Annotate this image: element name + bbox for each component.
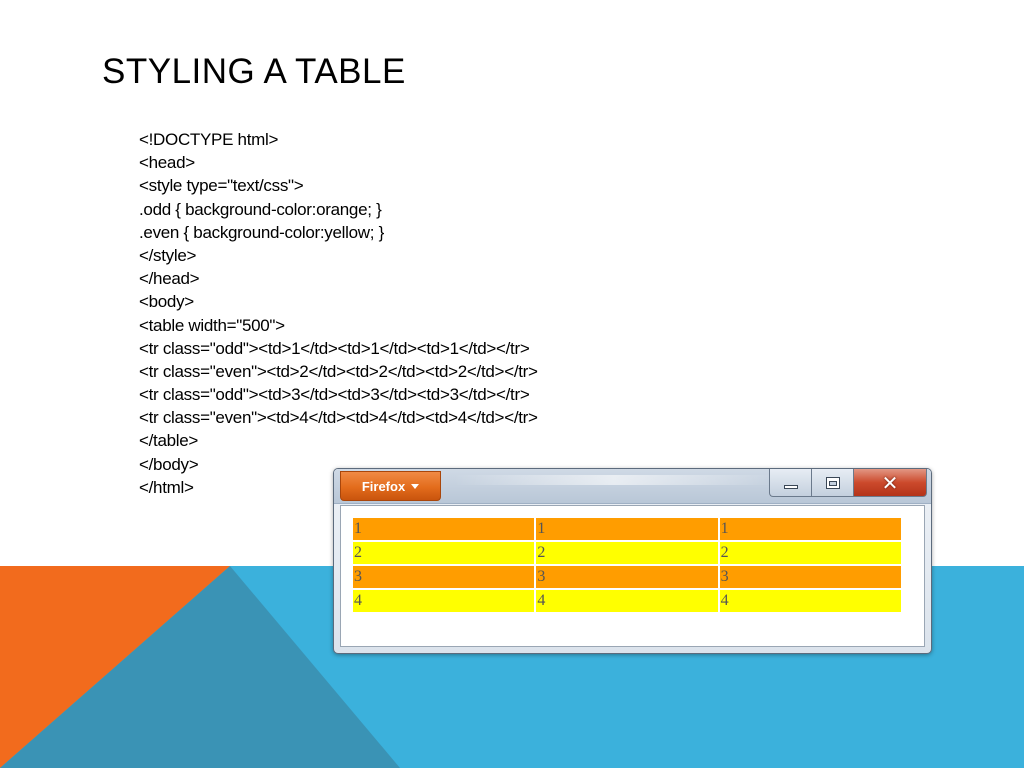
slide-title: STYLING A TABLE xyxy=(102,52,406,91)
table-cell: 3 xyxy=(536,566,718,588)
browser-titlebar[interactable]: Firefox ✕ xyxy=(334,469,931,504)
table-cell: 2 xyxy=(719,542,901,564)
code-line: <tr class="even"><td>4</td><td>4</td><td… xyxy=(139,408,538,428)
window-controls: ✕ xyxy=(769,469,927,499)
code-line: </body> xyxy=(139,454,199,474)
browser-viewport: 1 1 1 2 2 2 3 3 3 4 4 4 xyxy=(340,505,925,647)
table-row: 1 1 1 xyxy=(353,518,901,540)
code-line: <head> xyxy=(139,153,195,173)
code-listing: <!DOCTYPE html> <head> <style type="text… xyxy=(139,128,538,499)
code-line: </html> xyxy=(139,477,194,497)
table-cell: 4 xyxy=(536,590,718,612)
maximize-button[interactable] xyxy=(811,469,853,497)
table-cell: 4 xyxy=(719,590,901,612)
code-line: </head> xyxy=(139,269,200,289)
code-line: <tr class="odd"><td>1</td><td>1</td><td>… xyxy=(139,338,530,358)
table-cell: 3 xyxy=(719,566,901,588)
table-cell: 3 xyxy=(353,566,535,588)
code-line: .even { background-color:yellow; } xyxy=(139,222,384,242)
minimize-button[interactable] xyxy=(769,469,811,497)
code-line: <table width="500"> xyxy=(139,315,285,335)
code-line: <tr class="odd"><td>3</td><td>3</td><td>… xyxy=(139,385,530,405)
code-line: <tr class="even"><td>2</td><td>2</td><td… xyxy=(139,361,538,381)
browser-window: Firefox ✕ 1 1 1 2 xyxy=(333,468,932,654)
table-row: 3 3 3 xyxy=(353,566,901,588)
chevron-down-icon xyxy=(411,483,420,489)
close-button[interactable]: ✕ xyxy=(853,469,927,497)
maximize-icon xyxy=(825,476,840,489)
code-line: <!DOCTYPE html> xyxy=(139,130,279,149)
background-teal-triangle xyxy=(0,566,400,768)
table-cell: 1 xyxy=(353,518,535,540)
code-line: </table> xyxy=(139,431,199,451)
table-cell: 4 xyxy=(353,590,535,612)
table-cell: 1 xyxy=(536,518,718,540)
firefox-menu-label: Firefox xyxy=(361,478,406,494)
code-line: .odd { background-color:orange; } xyxy=(139,199,382,219)
code-line: <body> xyxy=(139,292,194,312)
code-line: <style type="text/css"> xyxy=(139,176,304,196)
table-cell: 2 xyxy=(536,542,718,564)
firefox-menu-button[interactable]: Firefox xyxy=(340,471,441,501)
table-row: 4 4 4 xyxy=(353,590,901,612)
table-row: 2 2 2 xyxy=(353,542,901,564)
code-line: </style> xyxy=(139,245,197,265)
table-cell: 1 xyxy=(719,518,901,540)
table-cell: 2 xyxy=(353,542,535,564)
close-icon: ✕ xyxy=(881,470,899,495)
rendered-table: 1 1 1 2 2 2 3 3 3 4 4 4 xyxy=(351,516,903,614)
minimize-icon xyxy=(783,485,798,489)
